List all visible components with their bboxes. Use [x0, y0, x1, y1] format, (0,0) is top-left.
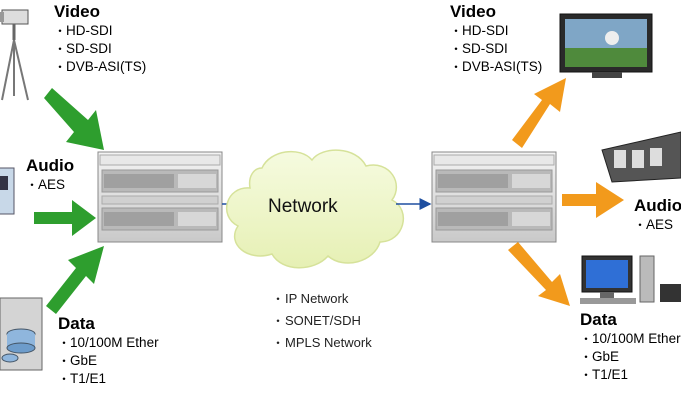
- left-video-item: DVB-ASI(TS): [54, 58, 146, 76]
- data-output-arrow: [508, 242, 570, 306]
- input-arrows: [34, 88, 104, 314]
- network-cloud: [226, 149, 404, 269]
- audio-input-arrow: [34, 200, 96, 236]
- left-data-item: 10/100M Ether: [58, 334, 159, 352]
- right-data-title: Data: [580, 310, 617, 329]
- right-video-item: HD-SDI: [450, 22, 542, 40]
- left-video-item: SD-SDI: [54, 40, 146, 58]
- network-type-list: IP Network SONET/SDH MPLS Network: [272, 288, 372, 354]
- right-video-title: Video: [450, 2, 496, 21]
- left-data-item: GbE: [58, 352, 159, 370]
- right-audio-item: AES: [634, 216, 681, 234]
- right-data-item: GbE: [580, 348, 681, 366]
- left-video-title: Video: [54, 2, 100, 21]
- right-video-group: Video HD-SDI SD-SDI DVB-ASI(TS): [450, 2, 542, 76]
- video-input-arrow: [44, 88, 104, 150]
- left-data-item: T1/E1: [58, 370, 159, 388]
- audio-console-icon: [601, 131, 681, 183]
- right-data-item: T1/E1: [580, 366, 681, 384]
- output-arrows: [508, 78, 624, 306]
- television-icon: [559, 13, 653, 78]
- video-output-arrow: [512, 78, 566, 148]
- left-video-item: HD-SDI: [54, 22, 146, 40]
- left-data-group: Data 10/100M Ether GbE T1/E1: [58, 314, 159, 388]
- right-video-item: DVB-ASI(TS): [450, 58, 542, 76]
- network-title: Network: [268, 196, 338, 217]
- right-video-item: SD-SDI: [450, 40, 542, 58]
- right-data-group: Data 10/100M Ether GbE T1/E1: [580, 310, 681, 384]
- network-type-item: IP Network: [272, 288, 372, 310]
- audio-device-icon: [0, 167, 15, 215]
- right-audio-group: Audio AES: [634, 196, 681, 234]
- left-audio-title: Audio: [26, 156, 75, 175]
- right-decoder-rack: [431, 151, 557, 243]
- video-camera-icon: [0, 9, 29, 101]
- right-audio-title: Audio: [634, 196, 681, 215]
- left-audio-group: Audio AES: [26, 156, 74, 194]
- left-video-group: Video HD-SDI SD-SDI DVB-ASI(TS): [54, 2, 146, 76]
- computer-icon: [580, 255, 681, 304]
- network-type-item: SONET/SDH: [272, 310, 372, 332]
- network-type-item: MPLS Network: [272, 332, 372, 354]
- right-data-item: 10/100M Ether: [580, 330, 681, 348]
- left-data-title: Data: [58, 314, 95, 333]
- data-input-arrow: [46, 246, 104, 314]
- left-audio-item: AES: [26, 176, 74, 194]
- audio-output-arrow: [562, 182, 624, 218]
- left-encoder-rack: [97, 151, 223, 243]
- server-icon: [0, 297, 43, 371]
